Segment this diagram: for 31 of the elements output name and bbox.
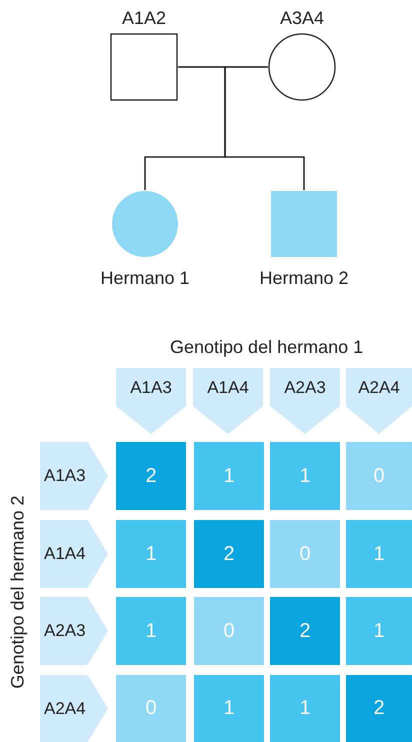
table-cell: 0 [270, 520, 340, 588]
column-header: A1A3 [116, 368, 186, 434]
table-cell: 1 [346, 597, 412, 665]
column-header: A2A3 [270, 368, 340, 434]
row-header: A1A4 [40, 520, 108, 588]
row-header: A1A3 [40, 442, 108, 510]
column-header: A1A4 [193, 368, 263, 434]
axis-title: Genotipo del hermano 1 [170, 337, 364, 358]
table-cell: 1 [346, 520, 412, 588]
table-cell: 1 [194, 442, 264, 510]
genotype-label: A3A4 [280, 8, 324, 29]
table-cell: 2 [194, 520, 264, 588]
table-cell: 2 [346, 675, 412, 742]
column-header: A2A4 [346, 368, 412, 434]
genotype-label: A1A2 [122, 8, 166, 29]
table-cell: 1 [116, 597, 186, 665]
table-cell: 2 [270, 597, 340, 665]
sibling-label: Hermano 1 [100, 268, 190, 289]
table-cell: 0 [116, 675, 186, 742]
table-cell: 0 [346, 442, 412, 510]
table-cell: 1 [116, 520, 186, 588]
row-header: A2A4 [40, 675, 108, 742]
table-cell: 2 [116, 442, 186, 510]
axis-title: Genotipo del hermano 2 [8, 495, 28, 689]
row-header: A2A3 [40, 597, 108, 665]
table-cell: 1 [194, 675, 264, 742]
table-cell: 1 [270, 442, 340, 510]
pedigree-line [224, 66, 305, 190]
sibling-label: Hermano 2 [259, 268, 349, 289]
table-cell: 0 [194, 597, 264, 665]
table-cell: 1 [270, 675, 340, 742]
